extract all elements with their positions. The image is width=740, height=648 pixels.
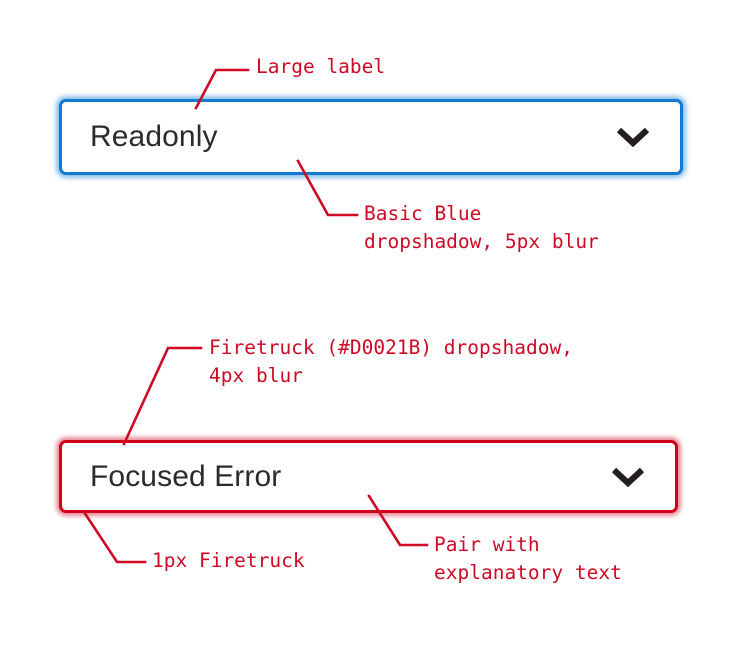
annotation-1px-firetruck: 1px Firetruck: [152, 549, 305, 572]
annotation-large-label: Large label: [256, 55, 386, 78]
chevron-down-icon[interactable]: [616, 126, 680, 148]
focused-error-select[interactable]: Focused Error: [59, 440, 678, 513]
readonly-select-label: Readonly: [90, 120, 218, 153]
leader-firetruck-dropshadow: [122, 346, 203, 446]
annotation-basic-blue: Basic Blue dropshadow, 5px blur: [364, 202, 599, 253]
annotation-pair-with-explanatory-text: Pair with explanatory text: [434, 533, 622, 584]
readonly-select[interactable]: Readonly: [59, 99, 683, 175]
chevron-down-icon[interactable]: [611, 466, 675, 488]
annotation-firetruck-dropshadow: Firetruck (#D0021B) dropshadow, 4px blur: [209, 336, 573, 387]
focused-error-select-label: Focused Error: [90, 459, 282, 493]
leader-1px-firetruck: [82, 510, 147, 564]
